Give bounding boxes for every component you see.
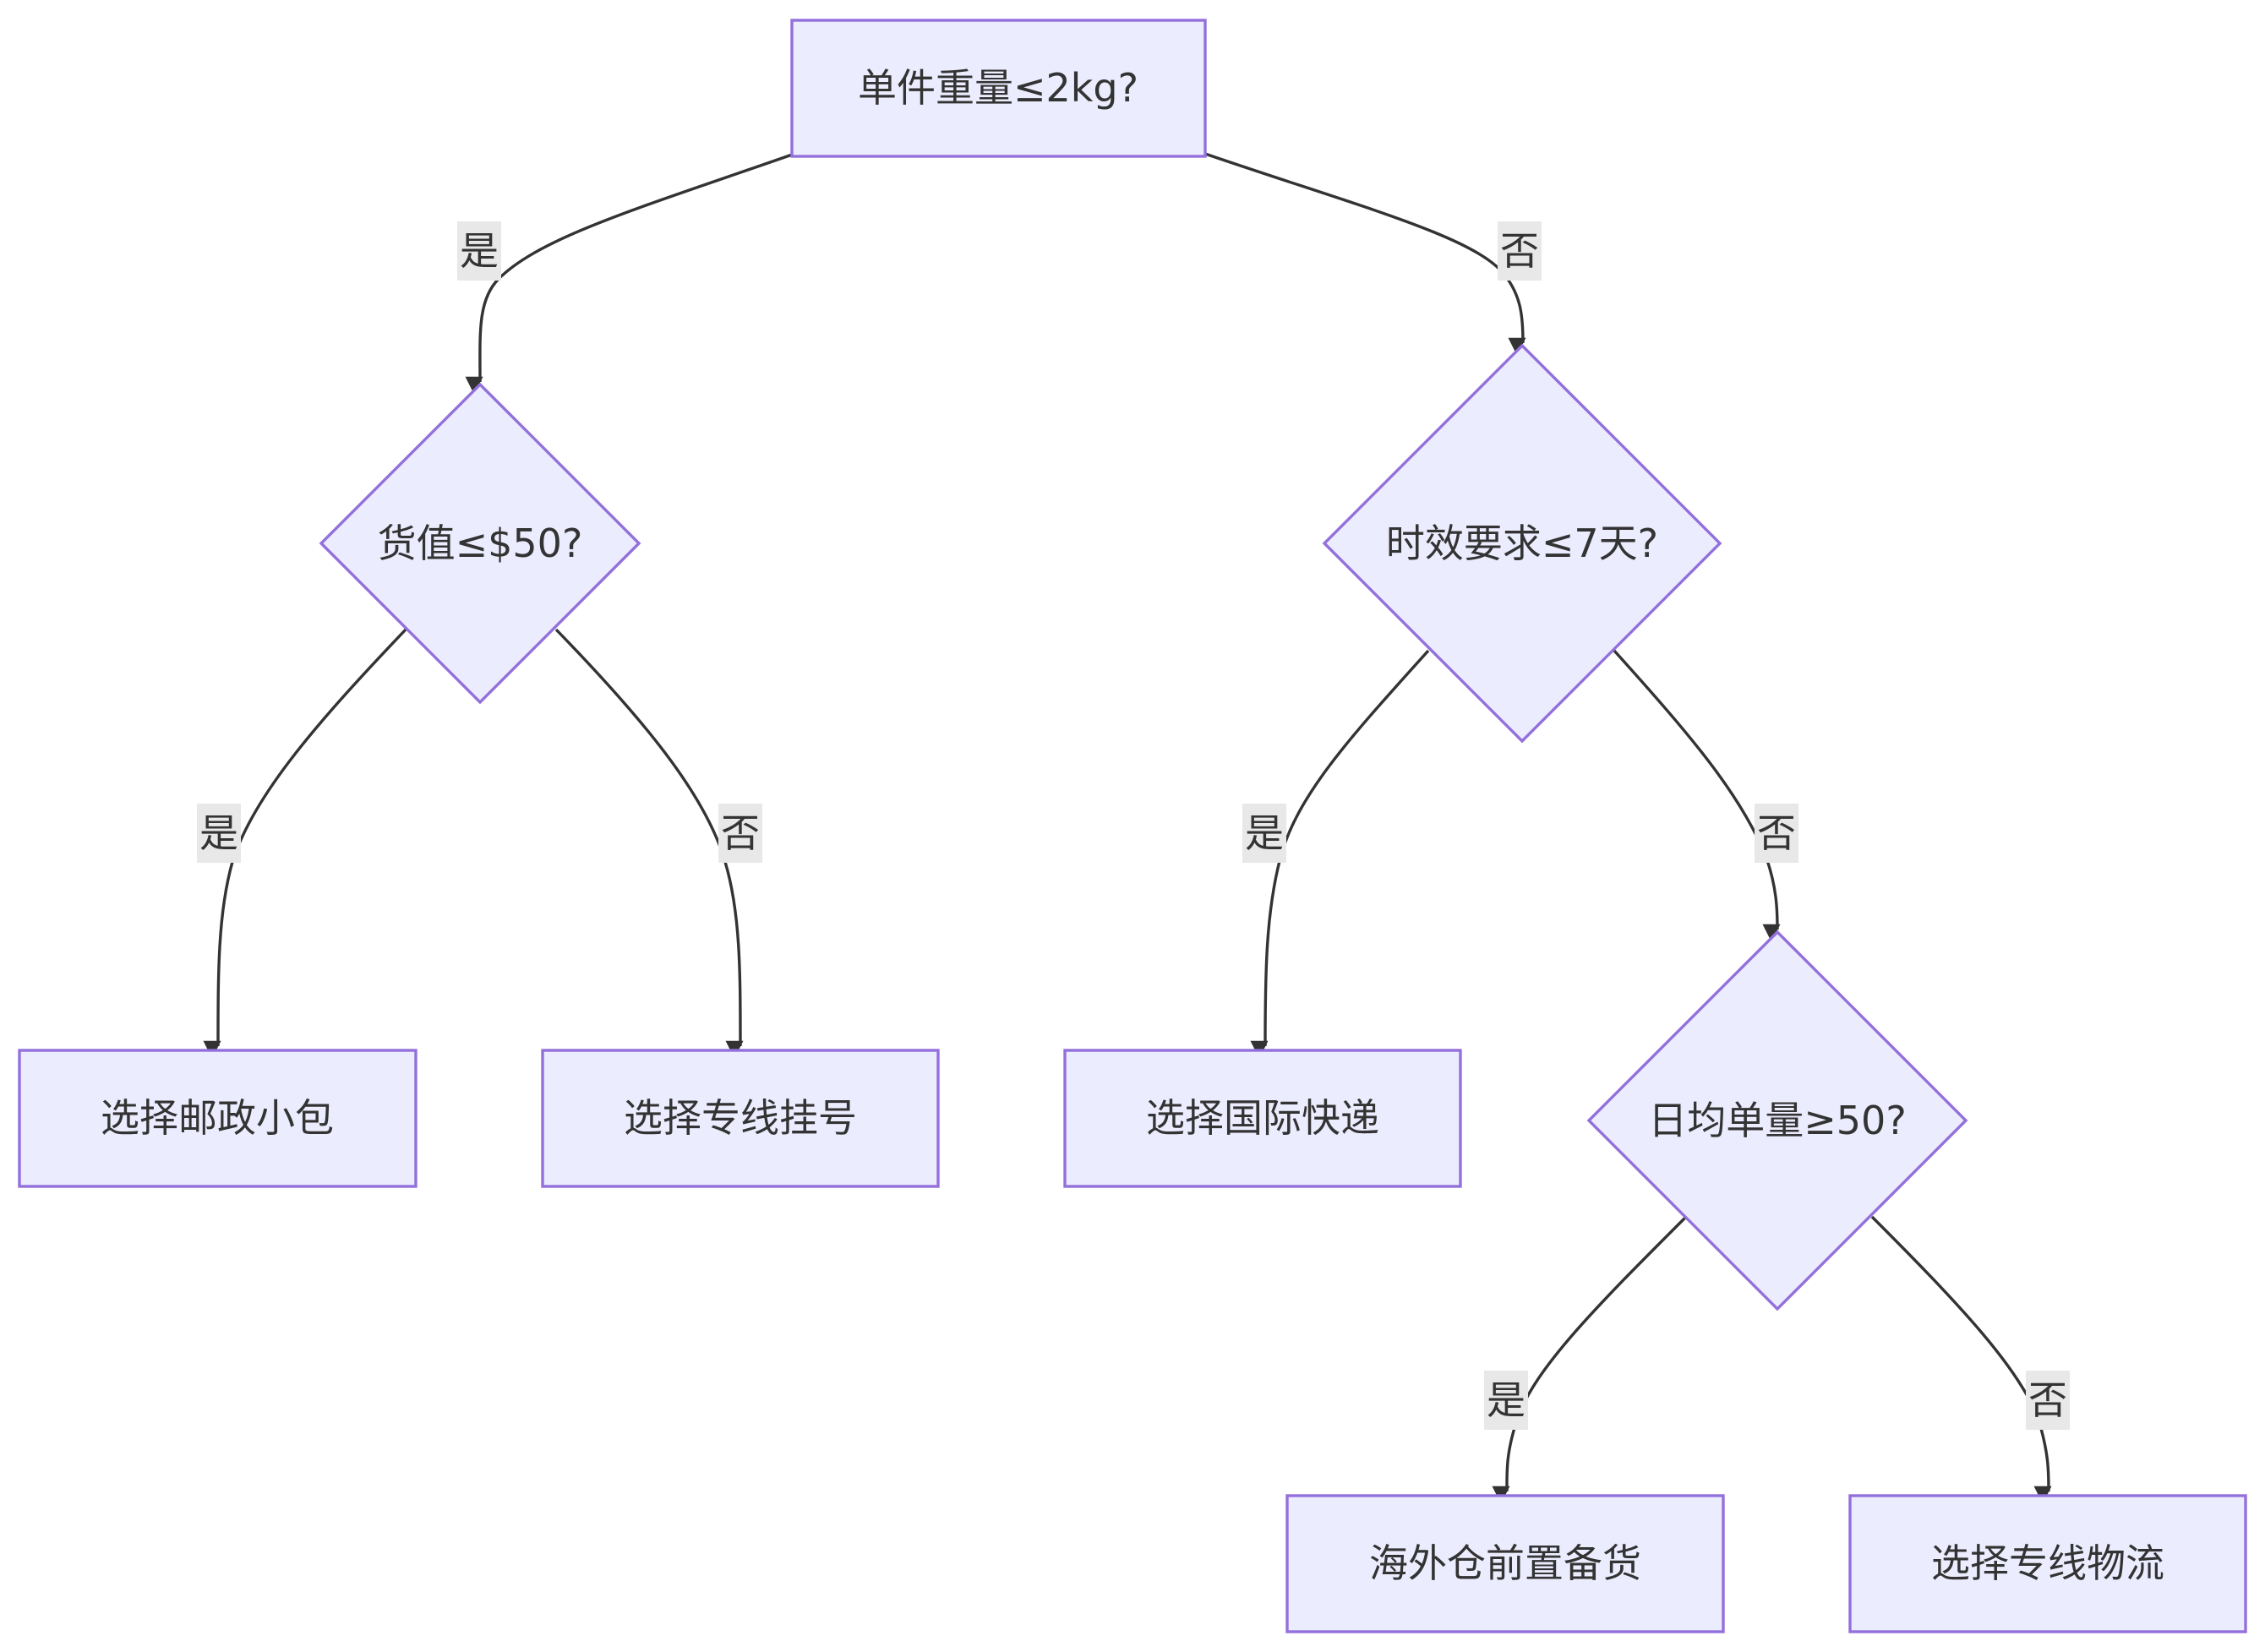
node-dedicated-logistics: 选择专线物流: [1848, 1494, 2247, 1633]
node-value-check: 货值≤$50?: [319, 382, 641, 705]
edge-volume-no: [1870, 1215, 2052, 1504]
svg-text:单件重量≤2kg?: 单件重量≤2kg?: [858, 65, 1138, 111]
svg-text:是: 是: [460, 228, 499, 274]
svg-text:时效要求≤7天?: 时效要求≤7天?: [1386, 521, 1658, 566]
edge-labels: 是 否 是 否 是 否 是 否: [197, 221, 2070, 1430]
edge-label-time-yes: 是: [1242, 804, 1286, 863]
svg-text:选择邮政小包: 选择邮政小包: [101, 1095, 334, 1141]
edge-label-volume-no: 否: [2026, 1371, 2070, 1430]
edge-value-no: [554, 628, 744, 1059]
svg-text:否: 否: [1757, 810, 1796, 856]
edge-label-time-no: 否: [1755, 804, 1798, 863]
svg-text:否: 否: [1500, 228, 1539, 274]
node-weight-check: 单件重量≤2kg?: [790, 19, 1207, 158]
svg-text:日均单量≥50?: 日均单量≥50?: [1648, 1098, 1907, 1143]
svg-text:否: 否: [721, 810, 760, 856]
svg-text:海外仓前置备货: 海外仓前置备货: [1369, 1540, 1641, 1586]
node-time-check: 时效要求≤7天?: [1322, 343, 1722, 744]
edge-weight-yes: [465, 152, 795, 395]
svg-text:货值≤$50?: 货值≤$50?: [378, 521, 583, 566]
edge-label-value-no: 否: [718, 804, 762, 863]
edge-weight-no: [1204, 152, 1526, 356]
edge-label-value-yes: 是: [197, 804, 241, 863]
svg-text:选择国际快递: 选择国际快递: [1146, 1095, 1379, 1141]
node-volume-check: 日均单量≥50?: [1586, 930, 1968, 1311]
svg-text:选择专线挂号: 选择专线挂号: [624, 1095, 857, 1141]
edge-label-weight-yes: 是: [457, 221, 501, 281]
svg-text:选择专线物流: 选择专线物流: [1931, 1540, 2164, 1586]
svg-text:否: 否: [2028, 1377, 2067, 1423]
edge-time-no: [1613, 649, 1781, 942]
node-international-express: 选择国际快递: [1063, 1049, 1462, 1188]
edge-volume-yes: [1492, 1215, 1688, 1504]
svg-text:是: 是: [199, 810, 238, 856]
edge-value-yes: [203, 628, 407, 1059]
node-overseas-warehouse: 海外仓前置备货: [1285, 1494, 1725, 1633]
edge-label-volume-yes: 是: [1484, 1371, 1528, 1430]
svg-text:是: 是: [1245, 810, 1284, 856]
edge-time-yes: [1250, 649, 1430, 1059]
node-postal-small-packet: 选择邮政小包: [18, 1049, 418, 1188]
svg-text:是: 是: [1487, 1377, 1525, 1423]
nodes: 单件重量≤2kg? 货值≤$50? 时效要求≤7天? 日均单量≥50? 选择邮政…: [18, 19, 2247, 1633]
node-dedicated-registered: 选择专线挂号: [541, 1049, 940, 1188]
edge-label-weight-no: 否: [1498, 221, 1542, 281]
